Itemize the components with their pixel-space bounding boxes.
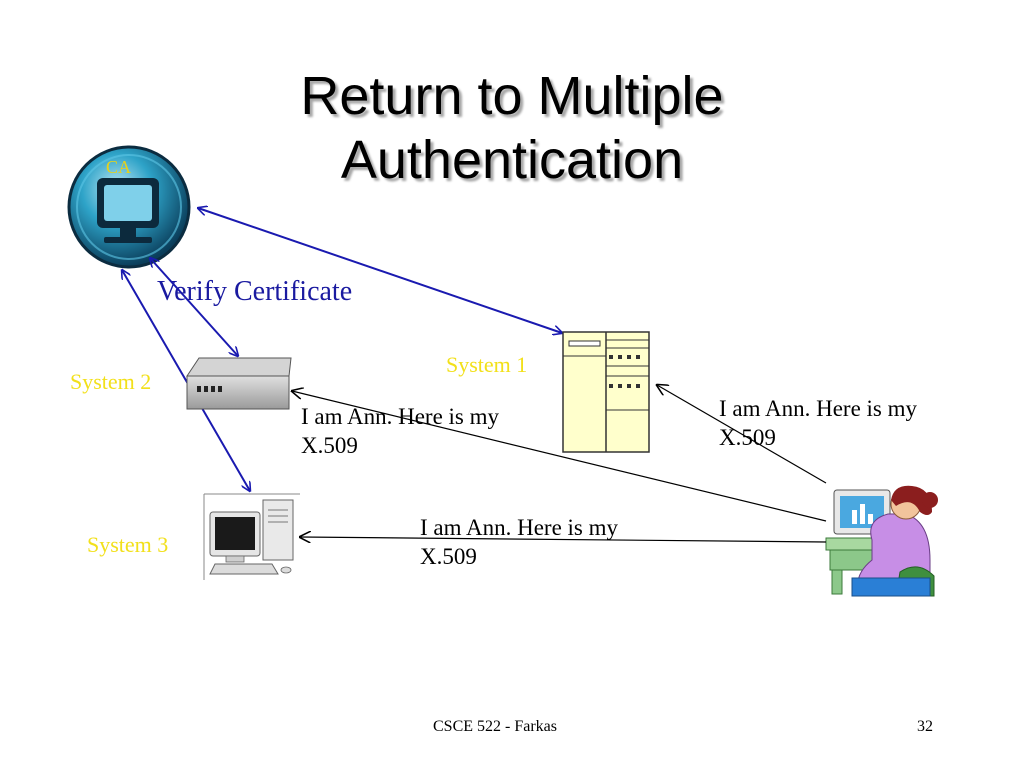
message-text: I am Ann. Here is my xyxy=(301,404,500,429)
ca-to-system1-arrow xyxy=(198,208,562,333)
ca-to-system3-arrow xyxy=(122,270,250,491)
title-line-2: Authentication xyxy=(340,130,684,190)
message-text: I am Ann. Here is my xyxy=(420,515,619,540)
system-2-label: System 2 xyxy=(70,369,152,394)
message-to-system-2: I am Ann. Here is my X.509 xyxy=(301,402,499,460)
user-to-system2-arrow xyxy=(292,391,827,522)
title-line-1: Return to Multiple xyxy=(300,66,724,126)
message-text: X.509 xyxy=(719,425,776,450)
slide-title: Return to Multiple Authentication xyxy=(0,64,1024,192)
page-number: 32 xyxy=(917,718,933,735)
message-text: I am Ann. Here is my xyxy=(719,396,918,421)
message-to-system-1: I am Ann. Here is my X.509 xyxy=(719,394,917,452)
server-system-1-icon xyxy=(562,331,650,453)
system-3-label: System 3 xyxy=(87,532,169,557)
system-1-label: System 1 xyxy=(446,352,528,377)
message-text: X.509 xyxy=(301,433,358,458)
message-to-system-3: I am Ann. Here is my X.509 xyxy=(420,513,618,571)
user-to-system3-arrow xyxy=(300,537,827,542)
network-device-system-2-icon xyxy=(186,357,292,410)
footer-course: CSCE 522 - Farkas xyxy=(433,718,557,735)
message-text: X.509 xyxy=(420,544,477,569)
user-to-system1-arrow xyxy=(657,385,827,484)
ca-computer-icon xyxy=(67,145,191,269)
ca-label: CA xyxy=(106,157,132,177)
user-ann-icon xyxy=(825,485,938,597)
verify-certificate-label: Verify Certificate xyxy=(157,276,353,307)
desktop-pc-system-3-icon xyxy=(203,493,300,580)
